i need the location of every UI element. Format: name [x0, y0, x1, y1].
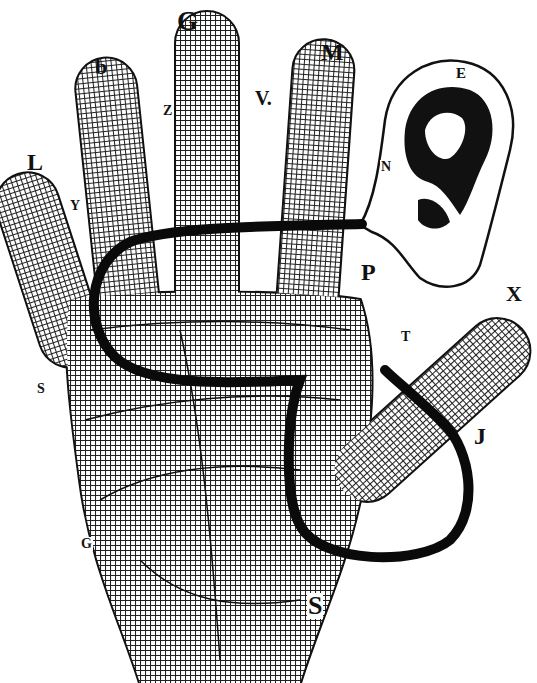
part-letter: P: [360, 260, 377, 284]
part-letter: b: [94, 56, 108, 78]
palm-lines: [85, 322, 350, 660]
part-letter: X: [505, 283, 523, 305]
part-letter: Z: [162, 104, 173, 118]
part-letter: G: [176, 8, 199, 35]
hand-outline: [0, 12, 537, 683]
part-letter: Y: [69, 199, 81, 213]
part-letter: L: [26, 150, 44, 174]
tube: [94, 224, 469, 557]
part-letter: N: [380, 160, 392, 174]
part-letter: V.: [254, 88, 273, 108]
part-letter: T: [400, 330, 411, 344]
part-letter: S: [307, 593, 323, 619]
hand-fill: [0, 12, 537, 683]
part-letter: S: [36, 382, 46, 396]
part-letter: J: [473, 424, 487, 448]
part-letter: G: [80, 537, 93, 551]
ear: [360, 61, 513, 287]
part-letter: M: [320, 40, 345, 64]
part-letter: E: [455, 66, 467, 81]
